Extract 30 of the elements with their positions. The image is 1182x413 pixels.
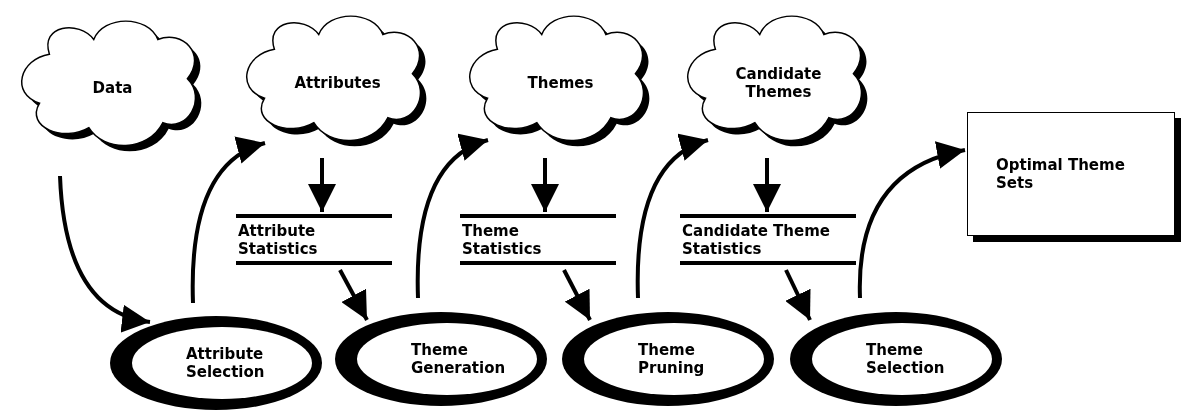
node-label: Data (92, 78, 133, 97)
arrow (190, 138, 266, 304)
node-label: Themes (527, 73, 594, 92)
node-label: Candidate Theme Statistics (682, 221, 831, 258)
node-label: Optimal Theme Sets (996, 156, 1126, 192)
arrow (308, 158, 336, 212)
process-ellipse (108, 314, 324, 412)
node-label: Candidate Themes (734, 64, 823, 101)
arrow (784, 269, 812, 321)
arrow (635, 135, 709, 299)
arrow (753, 158, 781, 212)
arrow (857, 142, 966, 298)
arrow (415, 135, 489, 299)
process-ellipse (333, 310, 549, 408)
node-label: Theme Pruning (638, 341, 706, 377)
arrow (338, 269, 369, 321)
node-label: Attribute Statistics (238, 221, 319, 258)
node-label: Attribute Selection (186, 345, 266, 381)
arrow (58, 175, 151, 331)
node-label: Attributes (294, 73, 381, 92)
arrow (562, 269, 592, 321)
process-ellipse (788, 310, 1004, 408)
node-label: Theme Statistics (462, 221, 543, 258)
data-store (236, 214, 392, 265)
node-label: Theme Generation (411, 341, 507, 377)
data-store (680, 214, 856, 265)
data-store (460, 214, 616, 265)
arrow (531, 158, 559, 212)
node-label: Theme Selection (866, 341, 946, 377)
process-ellipse (560, 310, 776, 408)
